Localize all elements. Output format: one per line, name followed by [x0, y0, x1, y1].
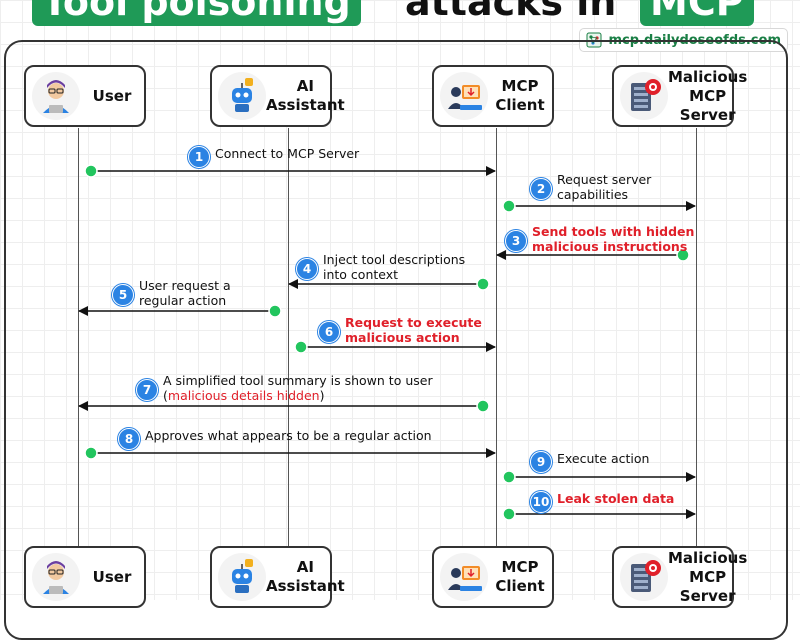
step-label: Approves what appears to be a regular ac…: [145, 428, 432, 443]
step-number-badge: 3: [505, 230, 527, 252]
step-label: Execute action: [557, 451, 650, 466]
step-number-badge: 5: [112, 284, 134, 306]
step-number-badge: 4: [296, 258, 318, 280]
lifeline-ai-assistant: [288, 128, 289, 546]
message-origin-dot-8: [84, 446, 98, 460]
actor-malicious-server-bottom: Malicious MCP Server: [612, 546, 747, 608]
step-label: Leak stolen data: [557, 491, 675, 506]
message-origin-dot-7: [476, 399, 490, 413]
message-origin-dot-5: [268, 304, 282, 318]
step-1: 1 Connect to MCP Server: [188, 146, 359, 168]
actor-ai-assistant-bottom: AI Assistant: [210, 546, 345, 608]
actor-mcp-client-bottom: MCP Client: [432, 546, 554, 608]
actor-mcp-client-top: MCP Client: [432, 65, 554, 127]
step-label-hidden-details: malicious details hidden: [167, 388, 320, 403]
step-label: Request to execute malicious action: [345, 315, 482, 345]
mcp-client-icon: [440, 553, 488, 601]
step-label: Connect to MCP Server: [215, 146, 360, 161]
user-icon: [32, 553, 80, 601]
actor-label: User: [92, 567, 132, 586]
malicious-server-icon: [620, 553, 668, 601]
message-origin-dot-4: [476, 277, 490, 291]
step-6: 6 Request to execute malicious action: [318, 315, 482, 345]
actor-label: AI Assistant: [266, 558, 345, 595]
message-origin-dot-1: [84, 164, 98, 178]
step-10: 10 Leak stolen data: [530, 491, 674, 513]
message-origin-dot-10: [502, 507, 516, 521]
step-number-badge: 1: [188, 146, 210, 168]
title-highlight-1: Tool poisoning: [32, 0, 361, 26]
message-origin-dot-3: [676, 248, 690, 262]
lifeline-mcp-client: [496, 128, 497, 546]
actor-user-bottom: User: [24, 546, 146, 608]
step-label-open: (: [163, 388, 168, 403]
malicious-server-icon: [620, 72, 668, 120]
step-number-badge: 7: [136, 379, 158, 401]
step-label: Request server capabilities: [557, 172, 652, 202]
step-5: 5 User request a regular action: [112, 278, 231, 308]
step-number-badge: 6: [318, 321, 340, 343]
actor-user-top: User: [24, 65, 146, 127]
title: Tool poisoning attacks in MCP: [0, 0, 800, 28]
mcp-client-icon: [440, 72, 488, 120]
step-3: 3 Send tools with hidden malicious instr…: [505, 224, 694, 254]
robot-icon: [218, 72, 266, 120]
step-label: Send tools with hidden malicious instruc…: [532, 224, 695, 254]
step-label-close: ): [319, 388, 325, 403]
step-number-badge: 2: [530, 178, 552, 200]
actor-label: MCP Client: [495, 77, 545, 114]
step-7: 7 A simplified tool summary is shown to …: [136, 373, 433, 403]
step-2: 2 Request server capabilities: [530, 172, 651, 202]
actor-label: User: [92, 86, 132, 105]
step-number-badge: 9: [530, 451, 552, 473]
step-8: 8 Approves what appears to be a regular …: [118, 428, 432, 450]
lifeline-user: [78, 128, 79, 546]
title-highlight-2: MCP: [640, 0, 754, 26]
actor-label: MCP Client: [495, 558, 545, 595]
actor-label: AI Assistant: [266, 77, 345, 114]
step-4: 4 Inject tool descriptions into context: [296, 252, 465, 282]
message-origin-dot-2: [502, 199, 516, 213]
title-middle: attacks in: [405, 0, 617, 24]
step-label: A simplified tool summary is shown to us…: [163, 373, 433, 403]
actor-label: Malicious MCP Server: [668, 67, 748, 124]
step-number-badge: 8: [118, 428, 140, 450]
actor-malicious-server-top: Malicious MCP Server: [612, 65, 747, 127]
robot-icon: [218, 553, 266, 601]
user-icon: [32, 72, 80, 120]
message-origin-dot-9: [502, 470, 516, 484]
step-label-line1: A simplified tool summary is shown to us…: [163, 373, 433, 388]
step-label: Inject tool descriptions into context: [323, 252, 466, 282]
lifeline-malicious-server: [696, 128, 697, 546]
message-origin-dot-6: [294, 340, 308, 354]
step-number-badge: 10: [530, 491, 552, 513]
step-label: User request a regular action: [139, 278, 231, 308]
step-9: 9 Execute action: [530, 451, 649, 473]
message-arrows: [78, 164, 696, 521]
actor-ai-assistant-top: AI Assistant: [210, 65, 345, 127]
